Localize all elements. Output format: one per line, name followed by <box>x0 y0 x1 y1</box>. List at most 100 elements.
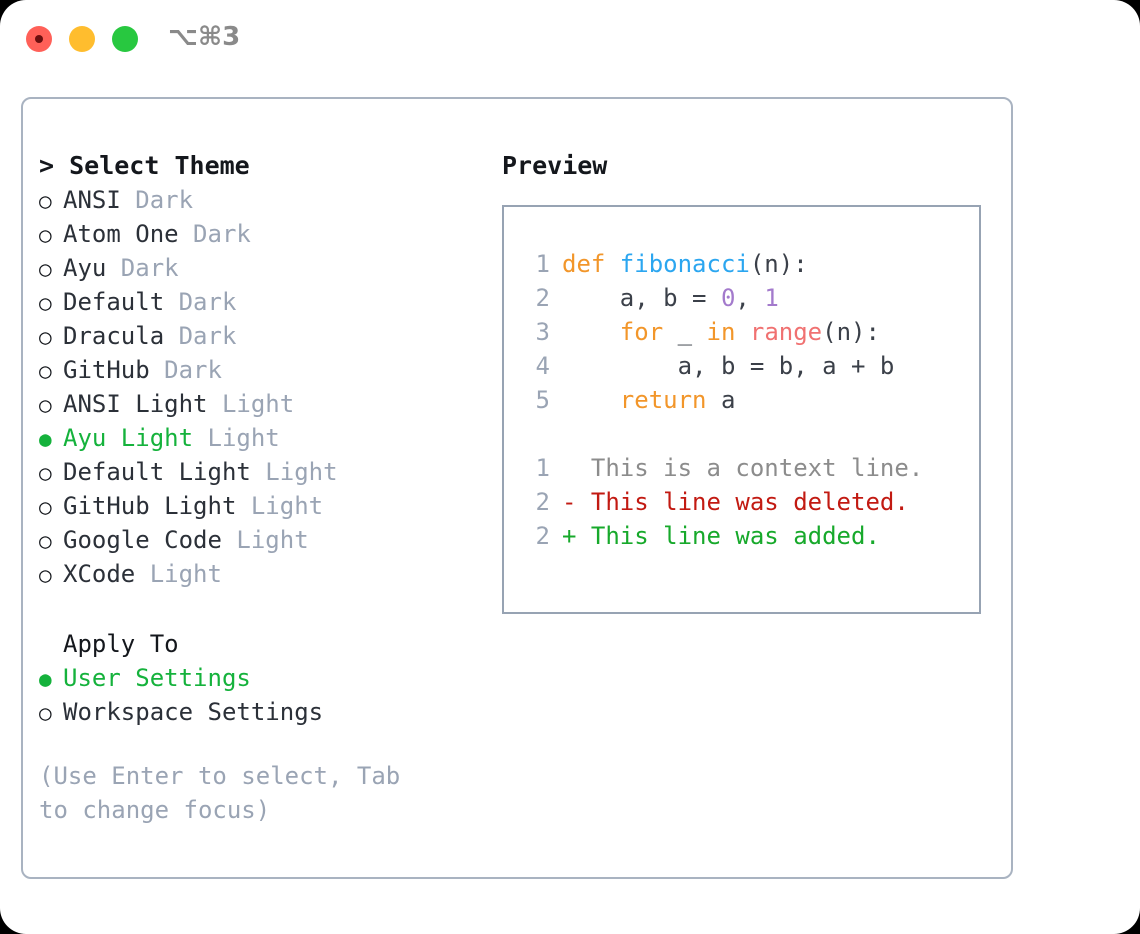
theme-variant-tag: Light <box>250 458 338 486</box>
code-line-content: return a <box>562 383 736 417</box>
line-number: 2 <box>535 284 550 312</box>
code-token: range <box>749 318 823 346</box>
diff-marker <box>562 451 591 485</box>
maximize-window-button[interactable] <box>112 26 138 52</box>
theme-variant-tag: Dark <box>149 356 222 384</box>
keyboard-shortcut-label: ⌥⌘3 <box>168 22 241 52</box>
title-bar: ⌥⌘3 <box>0 0 1140 78</box>
diff-line-text: This line was deleted. <box>590 488 909 516</box>
apply-to-option-workspace-settings[interactable]: ○Workspace Settings <box>39 695 479 729</box>
theme-list: ○ ANSI Dark ○ Atom One Dark ○ Ayu Dark ○ Defaul… <box>39 183 479 591</box>
keyboard-hint-text: (Use Enter to select, Tab to change focu… <box>39 762 415 824</box>
code-line: 3 for _ in range(n): <box>518 315 979 349</box>
code-token <box>735 318 749 346</box>
code-token: in <box>706 318 736 346</box>
radio-unselected-icon: ○ <box>39 495 52 519</box>
radio-unselected-icon: ○ <box>39 563 52 587</box>
theme-option-label: ANSI <box>63 186 121 214</box>
theme-selection-column: > Select Theme ○ANSI Dark○Atom One Dark○… <box>39 149 479 827</box>
line-number: 5 <box>535 386 550 414</box>
code-token: def <box>562 250 620 278</box>
theme-option-github[interactable]: ○GitHub Dark <box>39 353 479 387</box>
code-line-content: a, b = 0, 1 <box>562 281 779 315</box>
code-line: 4 a, b = b, a + b <box>518 349 979 383</box>
select-theme-heading: > Select Theme <box>39 151 250 180</box>
code-token: a, b = b, a + b <box>562 352 895 380</box>
apply-to-options: ● User Settings ○Workspace Settings <box>39 661 479 729</box>
theme-variant-tag: Dark <box>178 220 251 248</box>
apply-to-option-user-settings[interactable]: ● User Settings <box>39 661 479 695</box>
theme-picker-panel: > Select Theme ○ANSI Dark○Atom One Dark○… <box>21 97 1013 879</box>
theme-option-label: Default Light <box>63 458 251 486</box>
theme-option-ayu[interactable]: ○ Ayu Dark <box>39 251 479 285</box>
line-number: 4 <box>535 352 550 380</box>
diff-line-text: This is a context line. <box>590 454 924 482</box>
code-token: fibonacci <box>619 250 750 278</box>
radio-unselected-icon: ○ <box>39 461 52 485</box>
line-number: 1 <box>535 454 550 482</box>
radio-unselected-icon: ○ <box>39 325 52 349</box>
theme-variant-tag: Light <box>221 526 309 554</box>
code-line: 5 return a <box>518 383 979 417</box>
code-token: 1 <box>764 284 779 312</box>
theme-option-label: Ayu Light <box>63 424 194 452</box>
apply-to-option-label: Workspace Settings <box>63 698 324 726</box>
radio-unselected-icon: ○ <box>39 529 52 553</box>
code-token: (n): <box>749 250 808 278</box>
theme-option-atom-one[interactable]: ○ Atom One Dark <box>39 217 479 251</box>
radio-selected-icon: ● <box>39 667 52 691</box>
theme-option-google-code[interactable]: ○ Google Code Light <box>39 523 479 557</box>
code-token <box>562 318 620 346</box>
radio-unselected-icon: ○ <box>39 257 52 281</box>
diff-marker: + <box>562 522 591 550</box>
line-number: 2 <box>535 522 550 550</box>
code-line: 1 def fibonacci(n): <box>518 247 979 281</box>
radio-unselected-icon: ○ <box>39 223 52 247</box>
theme-option-xcode[interactable]: ○XCode Light <box>39 557 479 591</box>
code-token: , <box>735 284 765 312</box>
theme-option-ansi[interactable]: ○ ANSI Dark <box>39 183 479 217</box>
theme-variant-tag: Dark <box>120 186 194 214</box>
window-controls <box>26 26 138 52</box>
theme-option-label: Google Code <box>63 526 222 554</box>
code-token: a, b = <box>562 284 721 312</box>
diff-sample: 1 This is a context line. 2- This line wa… <box>518 451 979 553</box>
code-token: for <box>619 318 664 346</box>
code-line-content: def fibonacci(n): <box>562 247 808 281</box>
theme-option-label: GitHub <box>63 356 150 384</box>
theme-option-dracula[interactable]: ○Dracula Dark <box>39 319 479 353</box>
radio-unselected-icon: ○ <box>39 291 52 315</box>
line-number: 1 <box>535 250 550 278</box>
theme-variant-tag: Light <box>236 492 324 520</box>
theme-option-ayu-light[interactable]: ●Ayu Light Light <box>39 421 479 455</box>
radio-unselected-icon: ○ <box>39 189 52 213</box>
code-token: return <box>619 386 707 414</box>
apply-to-section: Apply To ●User Settings○Workspace Settin… <box>39 627 479 729</box>
theme-variant-tag: Light <box>207 390 295 418</box>
theme-option-label: Default <box>63 288 165 316</box>
theme-variant-tag: Dark <box>106 254 179 282</box>
preview-spacer <box>518 417 979 451</box>
theme-option-ansi-light[interactable]: ○ANSI Light Light <box>39 387 479 421</box>
theme-option-default[interactable]: ○Default Dark <box>39 285 479 319</box>
minimize-window-button[interactable] <box>69 26 95 52</box>
theme-option-label: Ayu <box>63 254 107 282</box>
diff-line-text: This line was added. <box>590 522 880 550</box>
theme-option-label: GitHub Light <box>63 492 237 520</box>
diff-line-deleted: 2- This line was deleted. <box>518 485 979 519</box>
theme-option-default-light[interactable]: ○ Default Light Light <box>39 455 479 489</box>
code-line-content: a, b = b, a + b <box>562 349 895 383</box>
close-window-button[interactable] <box>26 26 52 52</box>
theme-option-label: ANSI Light <box>63 390 208 418</box>
apply-to-option-label: User Settings <box>63 664 251 692</box>
theme-variant-tag: Light <box>193 424 280 452</box>
line-number: 2 <box>535 488 550 516</box>
code-token: _ <box>663 318 707 346</box>
theme-option-label: Atom One <box>63 220 179 248</box>
theme-option-label: XCode <box>63 560 136 588</box>
theme-option-github-light[interactable]: ○ GitHub Light Light <box>39 489 479 523</box>
